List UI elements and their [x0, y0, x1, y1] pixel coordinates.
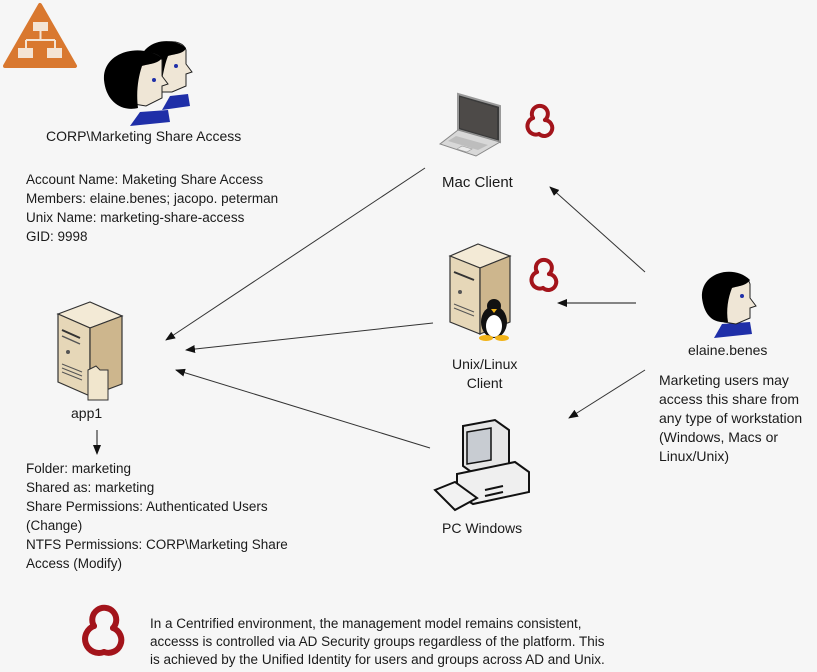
server-share-permissions-level: (Change) [26, 518, 83, 533]
server-icon [56, 301, 124, 401]
user-note-line: access this share from [659, 391, 800, 407]
server-details: Folder: marketing Shared as: marketing S… [26, 459, 288, 573]
laptop-icon [438, 92, 502, 157]
user-note-line: Marketing users may [659, 372, 789, 388]
user-label: elaine.benes [688, 342, 768, 358]
group-account-name: Account Name: Maketing Share Access [26, 172, 264, 187]
user-note: Marketing users may access this share fr… [659, 371, 802, 466]
group-unix-name: Unix Name: marketing-share-access [26, 210, 245, 225]
group-details: Account Name: Maketing Share Access Memb… [26, 170, 278, 246]
arrow-unix-to-app1 [185, 322, 434, 353]
mac-client-label: Mac Client [442, 174, 513, 191]
server-label: app1 [71, 405, 103, 421]
footer-note-line: is achieved by the Unified Identity for … [150, 652, 605, 667]
footer-note-line: In a Centrified environment, the managem… [150, 616, 582, 631]
pc-windows-label: PC Windows [442, 520, 523, 536]
server-folder: Folder: marketing [26, 461, 132, 476]
arrow-user-to-pc [568, 369, 646, 419]
server-ntfs-permissions: NTFS Permissions: CORP\Marketing Share [26, 537, 288, 552]
user-note-line: Linux/Unix) [659, 448, 730, 464]
arrow-user-to-mac [549, 186, 646, 273]
user-group-icon [103, 41, 193, 126]
arrow-pc-to-app1 [175, 368, 431, 449]
footer-note: In a Centrified environment, the managem… [150, 615, 605, 669]
server-share-permissions: Share Permissions: Authenticated Users [26, 499, 268, 514]
group-gid: GID: 9998 [26, 229, 88, 244]
arrow-mac-to-app1 [165, 167, 426, 341]
server-shared-as: Shared as: marketing [26, 480, 155, 495]
unix-client-label-line1: Unix/Linux [452, 356, 518, 372]
server-ntfs-permissions-level: Access (Modify) [26, 556, 123, 571]
footer-note-line: accesss is controlled via AD Security gr… [150, 634, 605, 649]
hierarchy-logo-icon [3, 3, 77, 68]
user-icon [701, 271, 757, 338]
linux-server-icon [448, 243, 512, 341]
group-label: CORP\Marketing Share Access [46, 128, 242, 144]
unix-client-label: Unix/Linux Client [452, 355, 517, 393]
centrify-logo-icon [525, 103, 555, 138]
unix-client-label-line2: Client [466, 375, 503, 391]
desktop-computer-icon [433, 418, 530, 512]
user-note-line: any type of workstation [659, 410, 803, 426]
centrify-logo-icon [82, 604, 125, 656]
centrify-logo-icon [529, 257, 559, 292]
group-members: Members: elaine.benes; jacopo. peterman [26, 191, 279, 206]
user-note-line: (Windows, Macs or [659, 429, 779, 445]
